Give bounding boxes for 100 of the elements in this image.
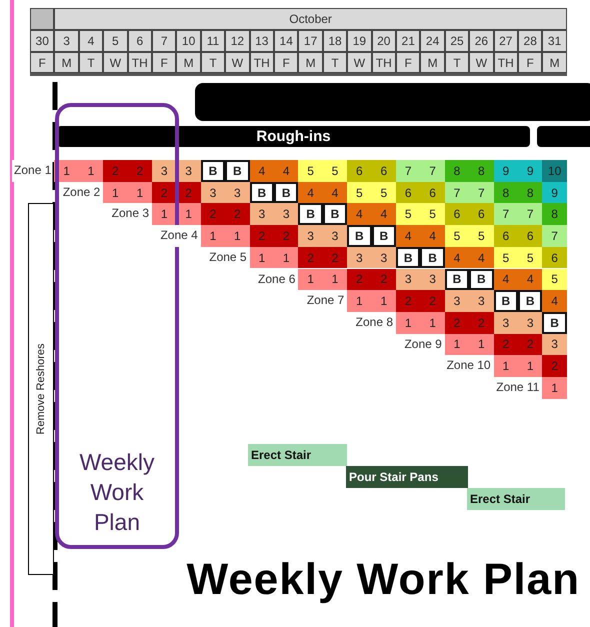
zone-cell: 5 (347, 182, 372, 204)
zone-cell: 5 (444, 225, 470, 247)
zone-label: Zone 1 (12, 160, 52, 182)
zone-cell: 7 (444, 182, 470, 204)
zone-cell: 7 (542, 225, 567, 247)
date-cell: 17 (298, 30, 323, 52)
weekday-cell: T (200, 52, 226, 73)
month-header: October (54, 8, 567, 30)
zone-cell: 5 (322, 160, 348, 182)
date-cell: 7 (152, 30, 176, 52)
date-cell: 27 (494, 30, 518, 52)
activity-bar (28, 203, 54, 575)
zone-cell: 3 (372, 246, 396, 268)
weekday-cell: W (225, 52, 250, 73)
date-cell: 28 (518, 30, 542, 52)
date-cell: 6 (128, 30, 152, 52)
zone-cell: 5 (298, 160, 323, 182)
zone-cell: B (396, 246, 420, 268)
weekday-cell: TH (128, 52, 152, 73)
zone-cell: 4 (298, 182, 323, 204)
zone-cell: 10 (542, 160, 567, 182)
zone-cell: B (225, 160, 250, 182)
zone-cell: 5 (542, 268, 567, 290)
zone-cell: 3 (322, 225, 348, 247)
zone-cell: 1 (274, 246, 298, 268)
zone-cell: 6 (396, 182, 420, 204)
weekday-cell: T (322, 52, 348, 73)
zone-cell: 2 (347, 268, 372, 290)
task-bar: Pour Stair Pans (346, 466, 468, 488)
activity-bar (195, 83, 590, 121)
zone-cell: B (322, 203, 348, 226)
activity-bar (537, 126, 590, 147)
zone-cell: 8 (518, 182, 542, 204)
zone-cell: 1 (469, 334, 494, 356)
zone-cell: 3 (420, 268, 445, 290)
zone-cell: 1 (494, 355, 518, 377)
weekday-cell: F (518, 52, 542, 73)
zone-cell: B (200, 160, 226, 182)
zone-cell: 5 (518, 246, 542, 268)
zone-cell: 4 (347, 203, 372, 226)
task-bar: Erect Stair (467, 488, 565, 510)
zone-cell: 2 (518, 334, 542, 356)
page-title: Weekly Work Plan (186, 555, 580, 605)
zone-cell: 4 (274, 160, 298, 182)
zone-cell: 4 (250, 160, 274, 182)
zone-cell: 3 (298, 225, 323, 247)
zone-cell: B (542, 312, 567, 334)
zone-cell: 6 (420, 182, 445, 204)
zone-cell: 5 (469, 225, 494, 247)
zone-cell: 7 (396, 160, 420, 182)
weekday-cell: W (469, 52, 494, 73)
weekday-cell: TH (250, 52, 274, 73)
zone-cell: 9 (494, 160, 518, 182)
date-cell: 10 (176, 30, 201, 52)
zone-cell: 3 (152, 160, 176, 182)
zone-label: Zone 4 (158, 225, 198, 247)
zone-cell: 7 (494, 203, 518, 226)
zone-cell: 2 (274, 225, 298, 247)
zone-cell: 3 (469, 290, 494, 312)
zone-cell: 8 (542, 203, 567, 226)
zone-cell: 9 (518, 160, 542, 182)
date-cell: 24 (420, 30, 445, 52)
zone-cell: 1 (225, 225, 250, 247)
zone-cell: 2 (420, 290, 445, 312)
zone-cell: 3 (494, 312, 518, 334)
date-cell: 4 (78, 30, 104, 52)
zone-cell: 1 (347, 290, 372, 312)
weekday-cell: F (274, 52, 298, 73)
zone-cell: 2 (152, 182, 176, 204)
zone-cell: 8 (494, 182, 518, 204)
weekday-cell: M (54, 52, 79, 73)
weekday-cell: W (103, 52, 128, 73)
zone-cell: 4 (396, 225, 420, 247)
zone-cell: 5 (494, 246, 518, 268)
zone-cell: B (372, 225, 396, 247)
weekday-cell: F (30, 52, 54, 73)
zone-cell: 2 (250, 225, 274, 247)
weekday-cell: M (176, 52, 201, 73)
weekday-cell: F (396, 52, 420, 73)
weekday-cell: TH (372, 52, 396, 73)
zone-cell: 2 (200, 203, 226, 226)
zone-cell: 1 (518, 355, 542, 377)
zone-cell: B (444, 268, 470, 290)
zone-cell: 2 (322, 246, 348, 268)
weekday-cell: M (542, 52, 567, 73)
weekday-cell: M (420, 52, 445, 73)
zone-cell: 2 (494, 334, 518, 356)
weekday-cell: TH (494, 52, 518, 73)
zone-cell: 3 (396, 268, 420, 290)
zone-cell: 3 (347, 246, 372, 268)
zone-cell: B (494, 290, 518, 312)
zone-cell: B (274, 182, 298, 204)
zone-cell: 2 (298, 246, 323, 268)
zone-cell: 1 (103, 182, 128, 204)
zone-cell: 7 (518, 203, 542, 226)
date-cell: 26 (469, 30, 494, 52)
zone-cell: 4 (322, 182, 348, 204)
weekday-cell: W (347, 52, 372, 73)
zone-cell: 1 (128, 182, 152, 204)
date-cell: 30 (30, 30, 54, 52)
